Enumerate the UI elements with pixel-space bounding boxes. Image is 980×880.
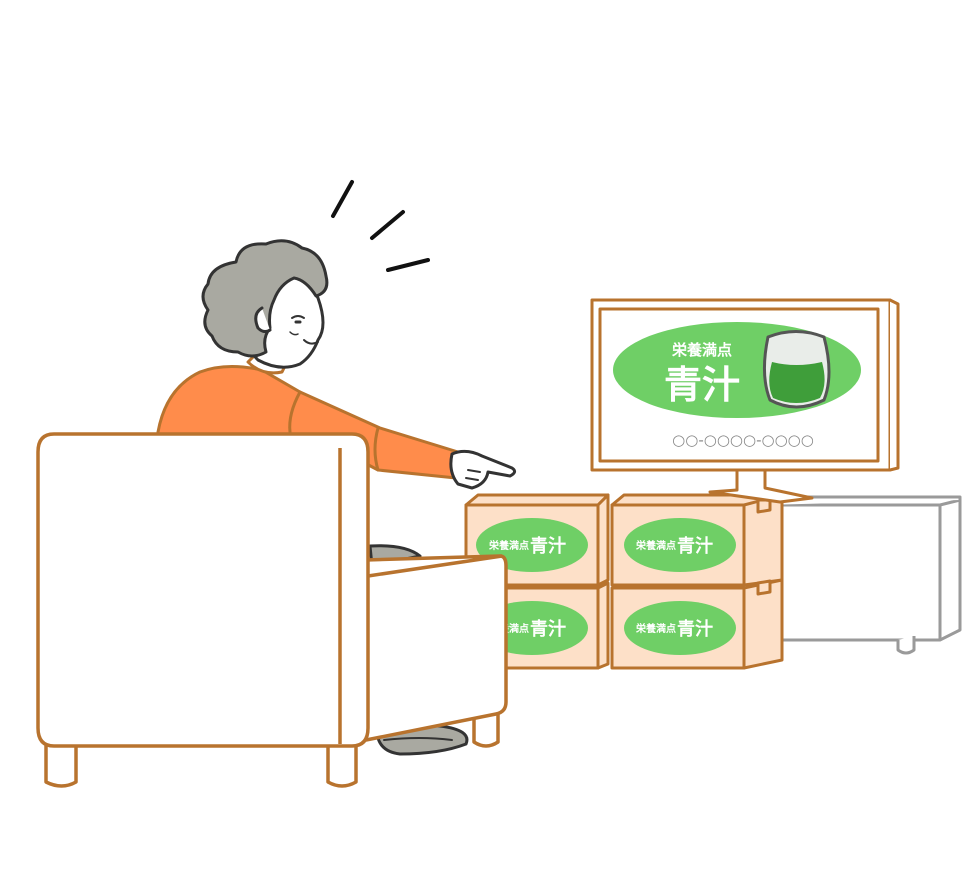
box-labels: 栄養満点 青汁 栄養満点 青汁 栄養満点 青汁 栄養満点 青汁 [476,518,736,655]
box-subtitle: 栄養満点 [635,622,676,635]
tv-ad-subtitle: 栄養満点 [671,341,732,359]
box-product-name: 青汁 [530,618,566,640]
box-subtitle: 栄養満点 [488,539,529,552]
tv-ad-phone-number: ○○-○○○○-○○○○ [672,431,814,449]
tv-advertisement: 栄養満点 青汁 ○○-○○○○-○○○○ [613,322,861,449]
pointing-hand-icon [449,449,517,490]
hair [201,239,329,358]
chair-leg [326,740,358,788]
tv-stand [708,468,814,504]
exclamation-lines-icon [331,180,430,272]
box-product-name: 青汁 [677,618,713,640]
box-subtitle: 栄養満点 [635,539,676,552]
armchair [36,432,508,788]
woman [156,239,517,756]
tv-ad-product-name: 青汁 [664,363,740,407]
chair-back [36,432,370,748]
chair-arm [364,554,508,742]
box-product-name: 青汁 [677,535,713,557]
glass-of-green-juice-icon [762,330,831,409]
box-product-name: 青汁 [530,535,566,557]
chair-leg [44,740,78,788]
tv-cabinet [758,495,962,655]
